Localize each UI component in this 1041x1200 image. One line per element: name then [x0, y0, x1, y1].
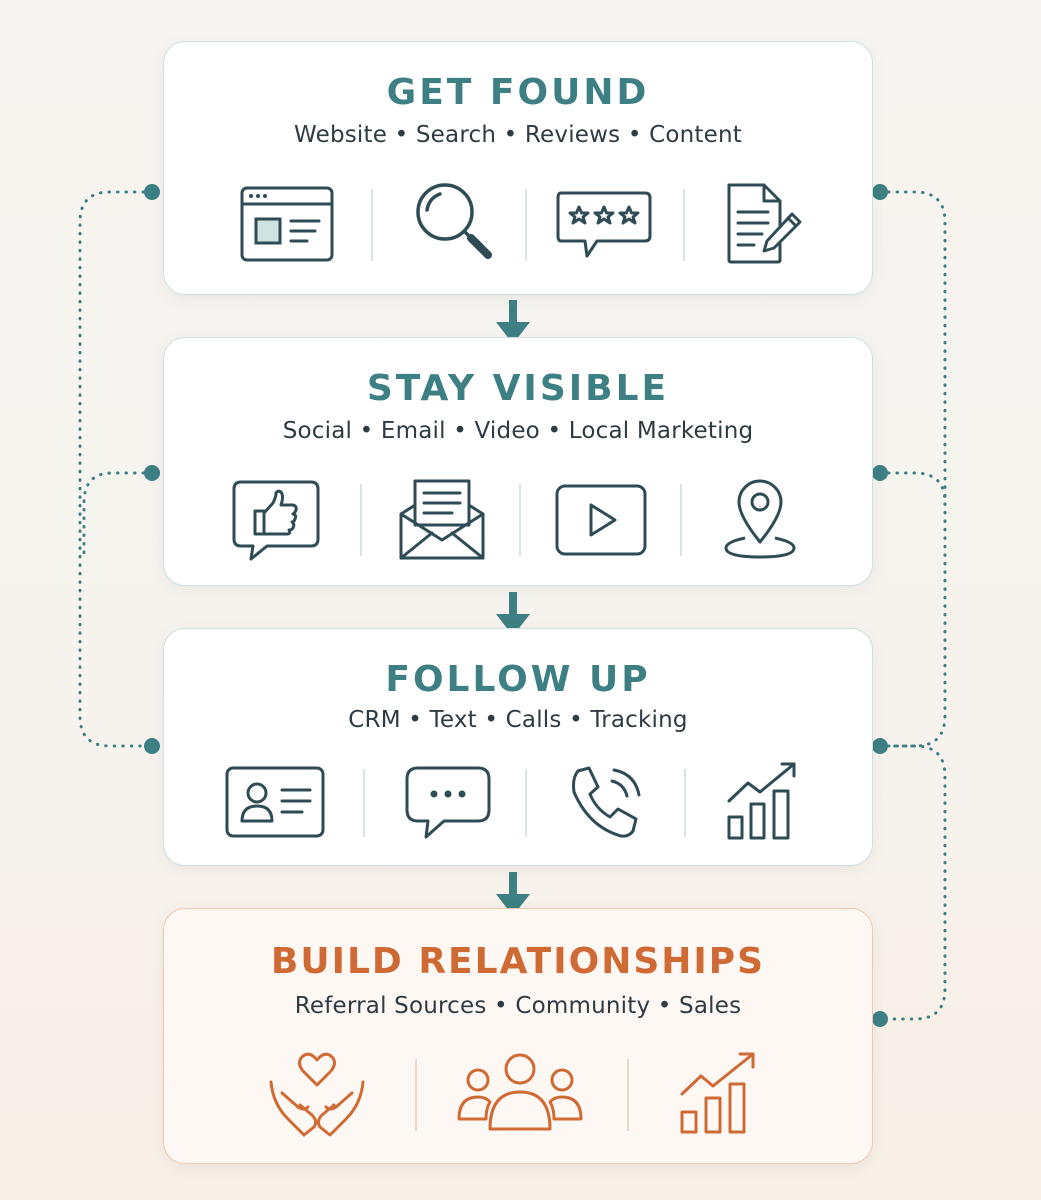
magnifier-search-icon — [416, 183, 492, 259]
icon-divider — [683, 189, 685, 261]
icon-divider — [371, 189, 373, 261]
growth-chart-icon — [727, 762, 796, 840]
stage-title: GET FOUND — [386, 72, 650, 113]
stage-title: STAY VISIBLE — [366, 368, 670, 409]
stage-title: BUILD RELATIONSHIPS — [270, 941, 766, 982]
flow-arrow-3 — [496, 872, 530, 916]
stage-build-relationships: BUILD RELATIONSHIPS Referral Sources • C… — [163, 908, 873, 1164]
people-group-icon — [457, 1053, 583, 1131]
document-edit-icon — [727, 183, 802, 264]
stage-title: FOLLOW UP — [385, 659, 651, 700]
icon-divider — [627, 1059, 629, 1131]
contact-card-icon — [225, 766, 325, 838]
sales-growth-icon — [680, 1052, 755, 1134]
stage-stay-visible: STAY VISIBLE Social • Email • Video • Lo… — [163, 337, 873, 586]
icon-divider — [363, 769, 365, 837]
hands-heart-icon — [269, 1052, 365, 1137]
flow-arrow-2 — [496, 592, 530, 636]
icon-divider — [519, 484, 521, 556]
stage-follow-up: FOLLOW UP CRM • Text • Calls • Tracking — [163, 628, 873, 866]
icon-divider — [525, 769, 527, 837]
phone-call-icon — [572, 766, 641, 838]
stage-subtitle: Social • Email • Video • Local Marketing — [282, 418, 754, 444]
icon-divider — [680, 484, 682, 556]
star-review-bubble-icon — [556, 191, 652, 258]
video-play-icon — [555, 484, 647, 556]
map-pin-icon — [724, 479, 796, 559]
stage-subtitle: Referral Sources • Community • Sales — [294, 993, 742, 1019]
icon-divider — [360, 484, 362, 556]
icon-divider — [525, 189, 527, 261]
flow-arrow-1 — [496, 300, 530, 344]
icon-divider — [684, 769, 686, 837]
icon-divider — [415, 1059, 417, 1131]
website-browser-icon — [240, 186, 334, 262]
stage-get-found: GET FOUND Website • Search • Reviews • C… — [163, 41, 873, 295]
chat-bubble-icon — [405, 766, 491, 839]
thumbs-up-bubble-icon — [232, 480, 320, 561]
email-envelope-icon — [399, 479, 485, 560]
stage-subtitle: CRM • Text • Calls • Tracking — [348, 707, 688, 733]
stage-subtitle: Website • Search • Reviews • Content — [294, 122, 742, 148]
